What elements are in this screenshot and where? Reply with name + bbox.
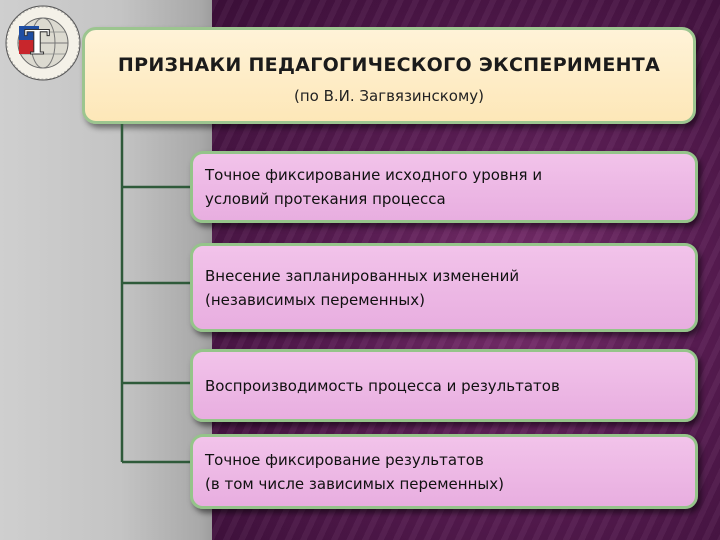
criterion-text-3: Воспроизводимость процесса и результатов <box>205 376 560 395</box>
criterion-box-4: Точное фиксирование результатов (в том ч… <box>190 434 698 509</box>
criterion-box-3: Воспроизводимость процесса и результатов <box>190 349 698 422</box>
slide-subtitle: (по В.И. Загвязинскому) <box>293 87 485 105</box>
criterion-box-2: Внесение запланированных изменений (неза… <box>190 243 698 332</box>
title-box: ПРИЗНАКИ ПЕДАГОГИЧЕСКОГО ЭКСПЕРИМЕНТА (п… <box>82 27 696 124</box>
criterion-text-1: Точное фиксирование исходного уровня и у… <box>205 166 543 208</box>
svg-text:T: T <box>24 23 49 63</box>
criterion-text-2: Внесение запланированных изменений (неза… <box>205 266 520 309</box>
slide-title: ПРИЗНАКИ ПЕДАГОГИЧЕСКОГО ЭКСПЕРИМЕНТА <box>117 54 661 76</box>
university-logo-icon: T <box>5 5 81 81</box>
criterion-box-1: Точное фиксирование исходного уровня и у… <box>190 151 698 223</box>
criterion-text-4: Точное фиксирование результатов (в том ч… <box>205 450 504 493</box>
